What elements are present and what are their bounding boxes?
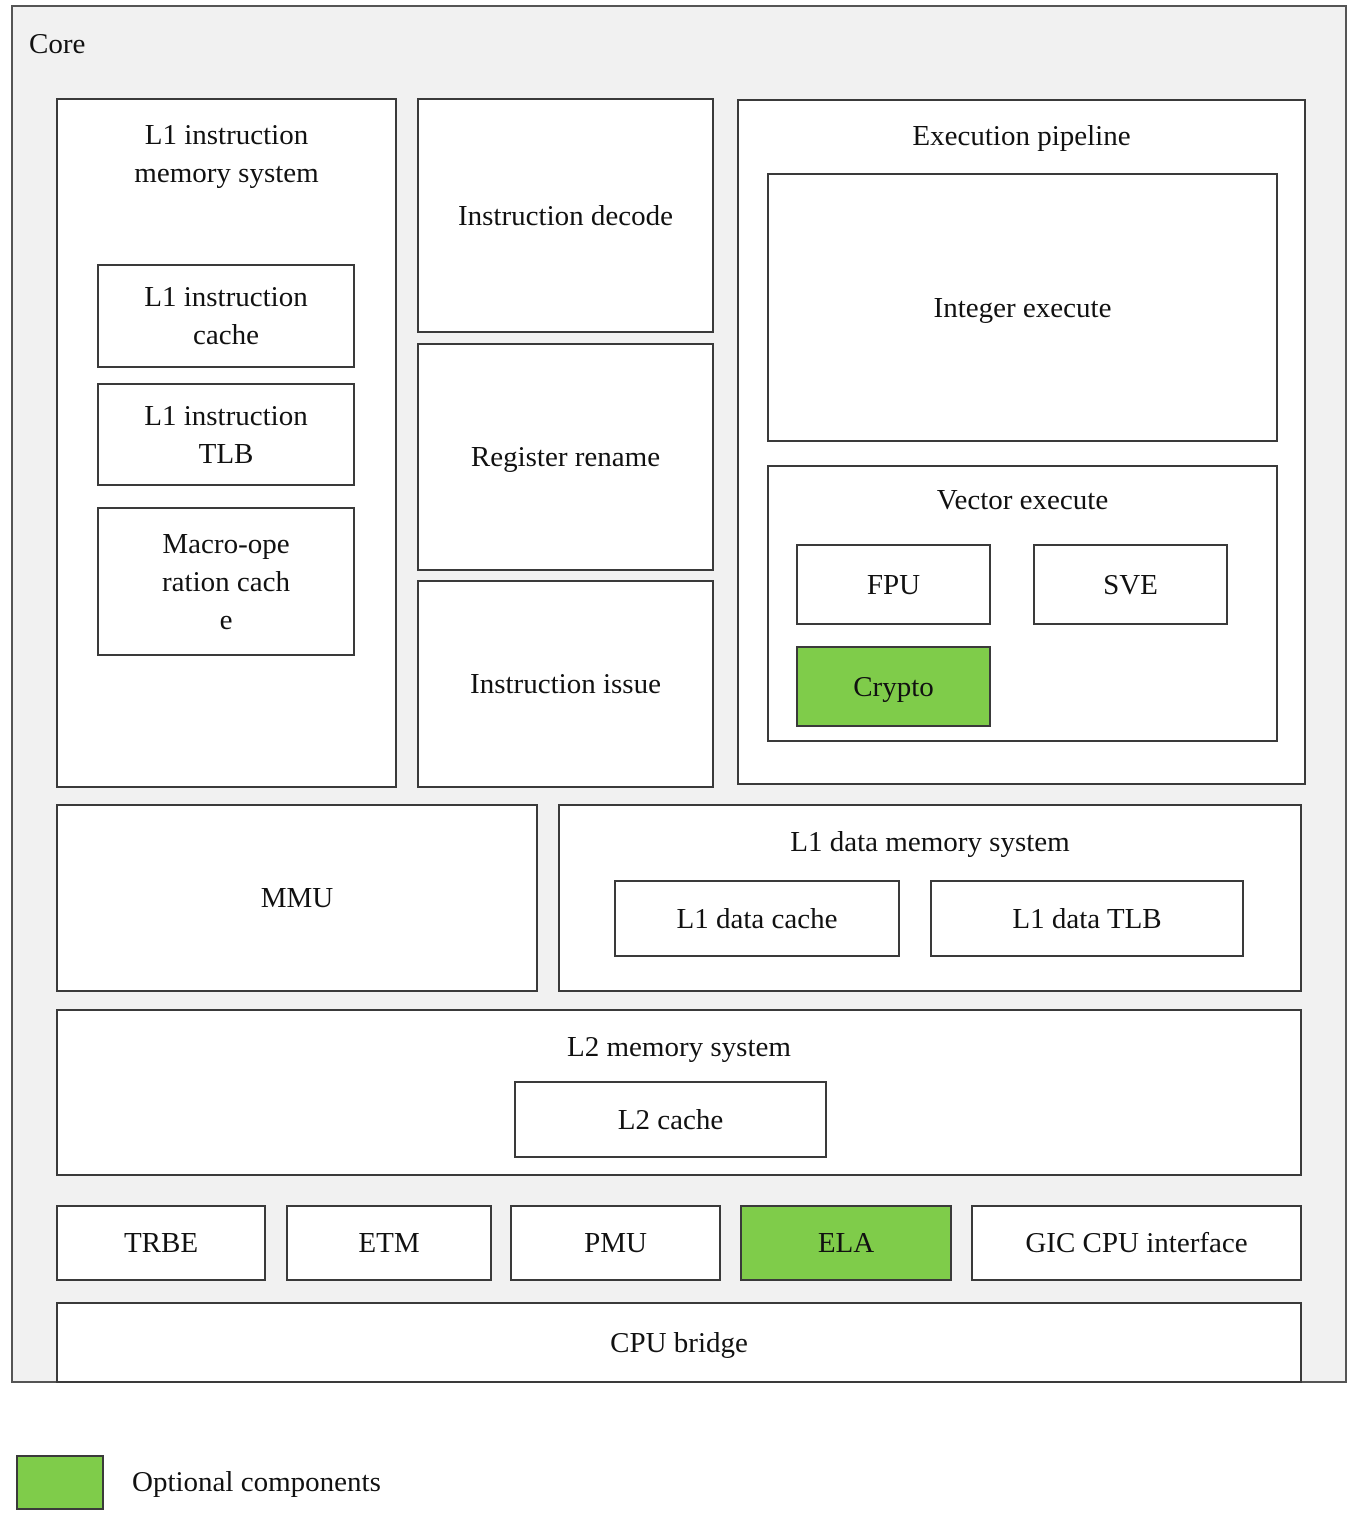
- macro-operation-cache: Macro-operation cache: [97, 507, 355, 656]
- l1-instruction-memory-system-title: L1 instruction memory system: [134, 119, 319, 189]
- l1-instruction-cache: L1 instruction cache: [97, 264, 355, 368]
- legend-optional-swatch: [16, 1455, 104, 1510]
- register-rename: Register rename: [417, 343, 714, 571]
- instruction-issue: Instruction issue: [417, 580, 714, 788]
- legend-optional-label: Optional components: [132, 1466, 381, 1498]
- fpu-unit: FPU: [796, 544, 991, 625]
- execution-pipeline-title: Execution pipeline: [912, 120, 1131, 152]
- l1-data-cache: L1 data cache: [614, 880, 900, 957]
- cpu-bridge: CPU bridge: [56, 1302, 1302, 1383]
- l1-instruction-tlb: L1 instruction TLB: [97, 383, 355, 486]
- l1-data-memory-system-title: L1 data memory system: [790, 826, 1070, 858]
- vector-execute-title: Vector execute: [936, 484, 1109, 516]
- trbe: TRBE: [56, 1205, 266, 1281]
- integer-execute: Integer execute: [767, 173, 1278, 442]
- ela: ELA: [740, 1205, 952, 1281]
- sve-unit: SVE: [1033, 544, 1228, 625]
- l2-cache: L2 cache: [514, 1081, 827, 1158]
- l1-data-tlb: L1 data TLB: [930, 880, 1244, 957]
- crypto-unit: Crypto: [796, 646, 991, 727]
- l2-memory-system-title: L2 memory system: [567, 1031, 791, 1063]
- core-label: Core: [29, 28, 86, 60]
- pmu: PMU: [510, 1205, 721, 1281]
- mmu: MMU: [56, 804, 538, 992]
- etm: ETM: [286, 1205, 492, 1281]
- gic-cpu-interface: GIC CPU interface: [971, 1205, 1302, 1281]
- instruction-decode: Instruction decode: [417, 98, 714, 333]
